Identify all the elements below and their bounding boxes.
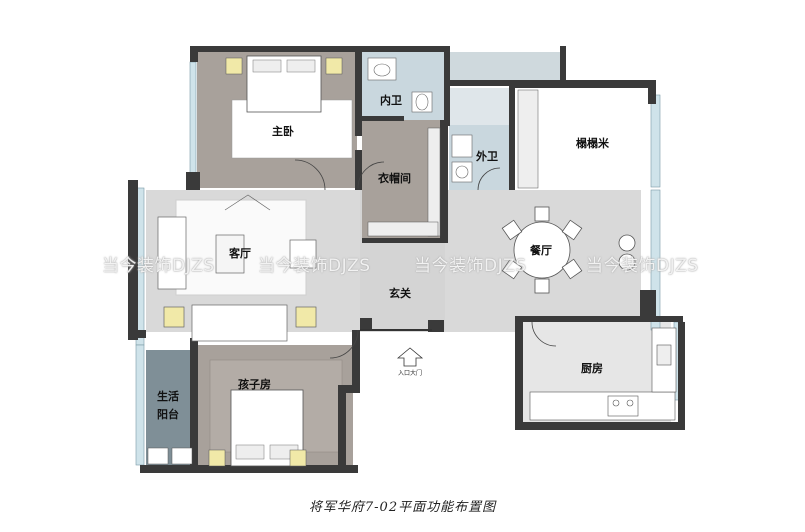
entrance-label: 入口大门 [398, 370, 423, 377]
room-label-kitchen: 厨房 [581, 362, 603, 375]
room-label-living-room: 客厅 [229, 247, 251, 260]
watermark-1: 当今装饰DJZS [102, 256, 215, 276]
dining-set [501, 206, 636, 294]
watermark-4: 当今装饰DJZS [586, 256, 699, 276]
room-label-inner-bath: 内卫 [380, 94, 402, 107]
watermark-3: 当今装饰DJZS [414, 256, 527, 276]
top-balcony [447, 52, 560, 80]
room-label-foyer: 玄关 [389, 287, 411, 300]
balcony-fixtures [147, 447, 193, 465]
room-label-tatami: 榻榻米 [576, 137, 609, 150]
bath-fixtures [367, 57, 473, 183]
room-label-master-bedroom: 主卧 [272, 125, 294, 138]
room-label-outer-bath: 外卫 [476, 150, 498, 163]
room-label-walk-in-closet: 衣帽间 [378, 172, 411, 185]
balcony-floor [146, 350, 196, 467]
watermark-2: 当今装饰DJZS [258, 256, 371, 276]
room-label-balcony-line1: 生活 [157, 390, 179, 403]
room-label-kids-room: 孩子房 [238, 378, 271, 391]
kids-bed [208, 389, 307, 467]
plan-title: 将军华府7-02平面功能布置图 [308, 500, 497, 515]
doors [294, 159, 557, 359]
master-bed [225, 55, 343, 113]
closet-shelves [367, 89, 539, 237]
living-furniture [157, 194, 317, 342]
room-label-dining-room: 餐厅 [530, 244, 552, 257]
room-label-balcony-line2: 阳台 [157, 408, 179, 421]
kitchen-counters [529, 327, 677, 421]
walls [128, 46, 685, 473]
outer-bath-shower [449, 88, 511, 125]
entrance-arrow-icon [396, 347, 424, 367]
